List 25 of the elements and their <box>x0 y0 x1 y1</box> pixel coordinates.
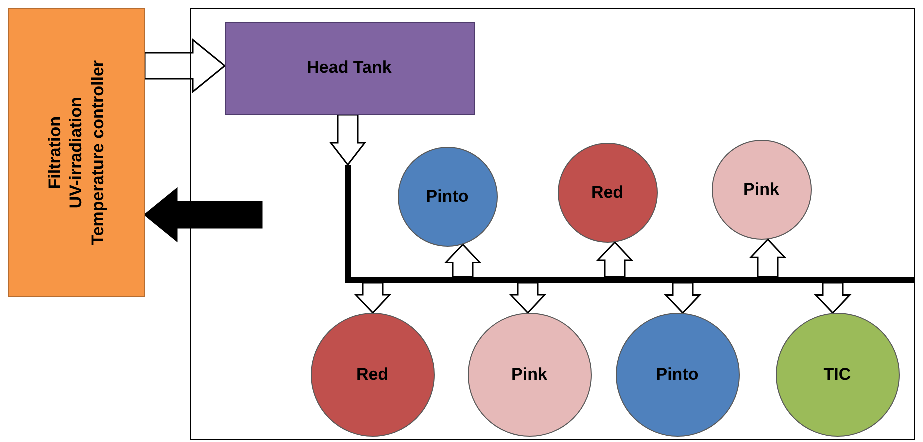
block-arrow <box>509 282 547 314</box>
node-label: TIC <box>824 364 852 384</box>
block-arrow <box>144 38 226 94</box>
block-arrow <box>596 241 634 278</box>
node-label: Pinto <box>656 364 699 384</box>
node-label: Red <box>591 182 624 202</box>
block-arrow <box>749 238 787 278</box>
node-label: UV-irradiation <box>66 96 87 208</box>
block-arrow <box>144 187 263 243</box>
block-arrow <box>354 282 392 314</box>
node-label: Pink <box>512 364 548 384</box>
node-label: Pinto <box>426 186 469 206</box>
block-arrow <box>814 282 852 314</box>
node-label: Pink <box>744 180 780 200</box>
block-arrow <box>444 244 482 278</box>
block-arrow <box>329 114 367 166</box>
block-arrow <box>664 282 702 314</box>
node-label: Filtration <box>44 116 66 189</box>
node-label: Red <box>356 364 389 384</box>
tank-box <box>224 22 474 114</box>
enclosure-box <box>190 8 915 440</box>
process-box <box>8 8 145 297</box>
node-label: Temperature controller <box>87 60 108 245</box>
node-label: Head Tank <box>307 58 392 78</box>
pipe-bar <box>344 164 914 282</box>
